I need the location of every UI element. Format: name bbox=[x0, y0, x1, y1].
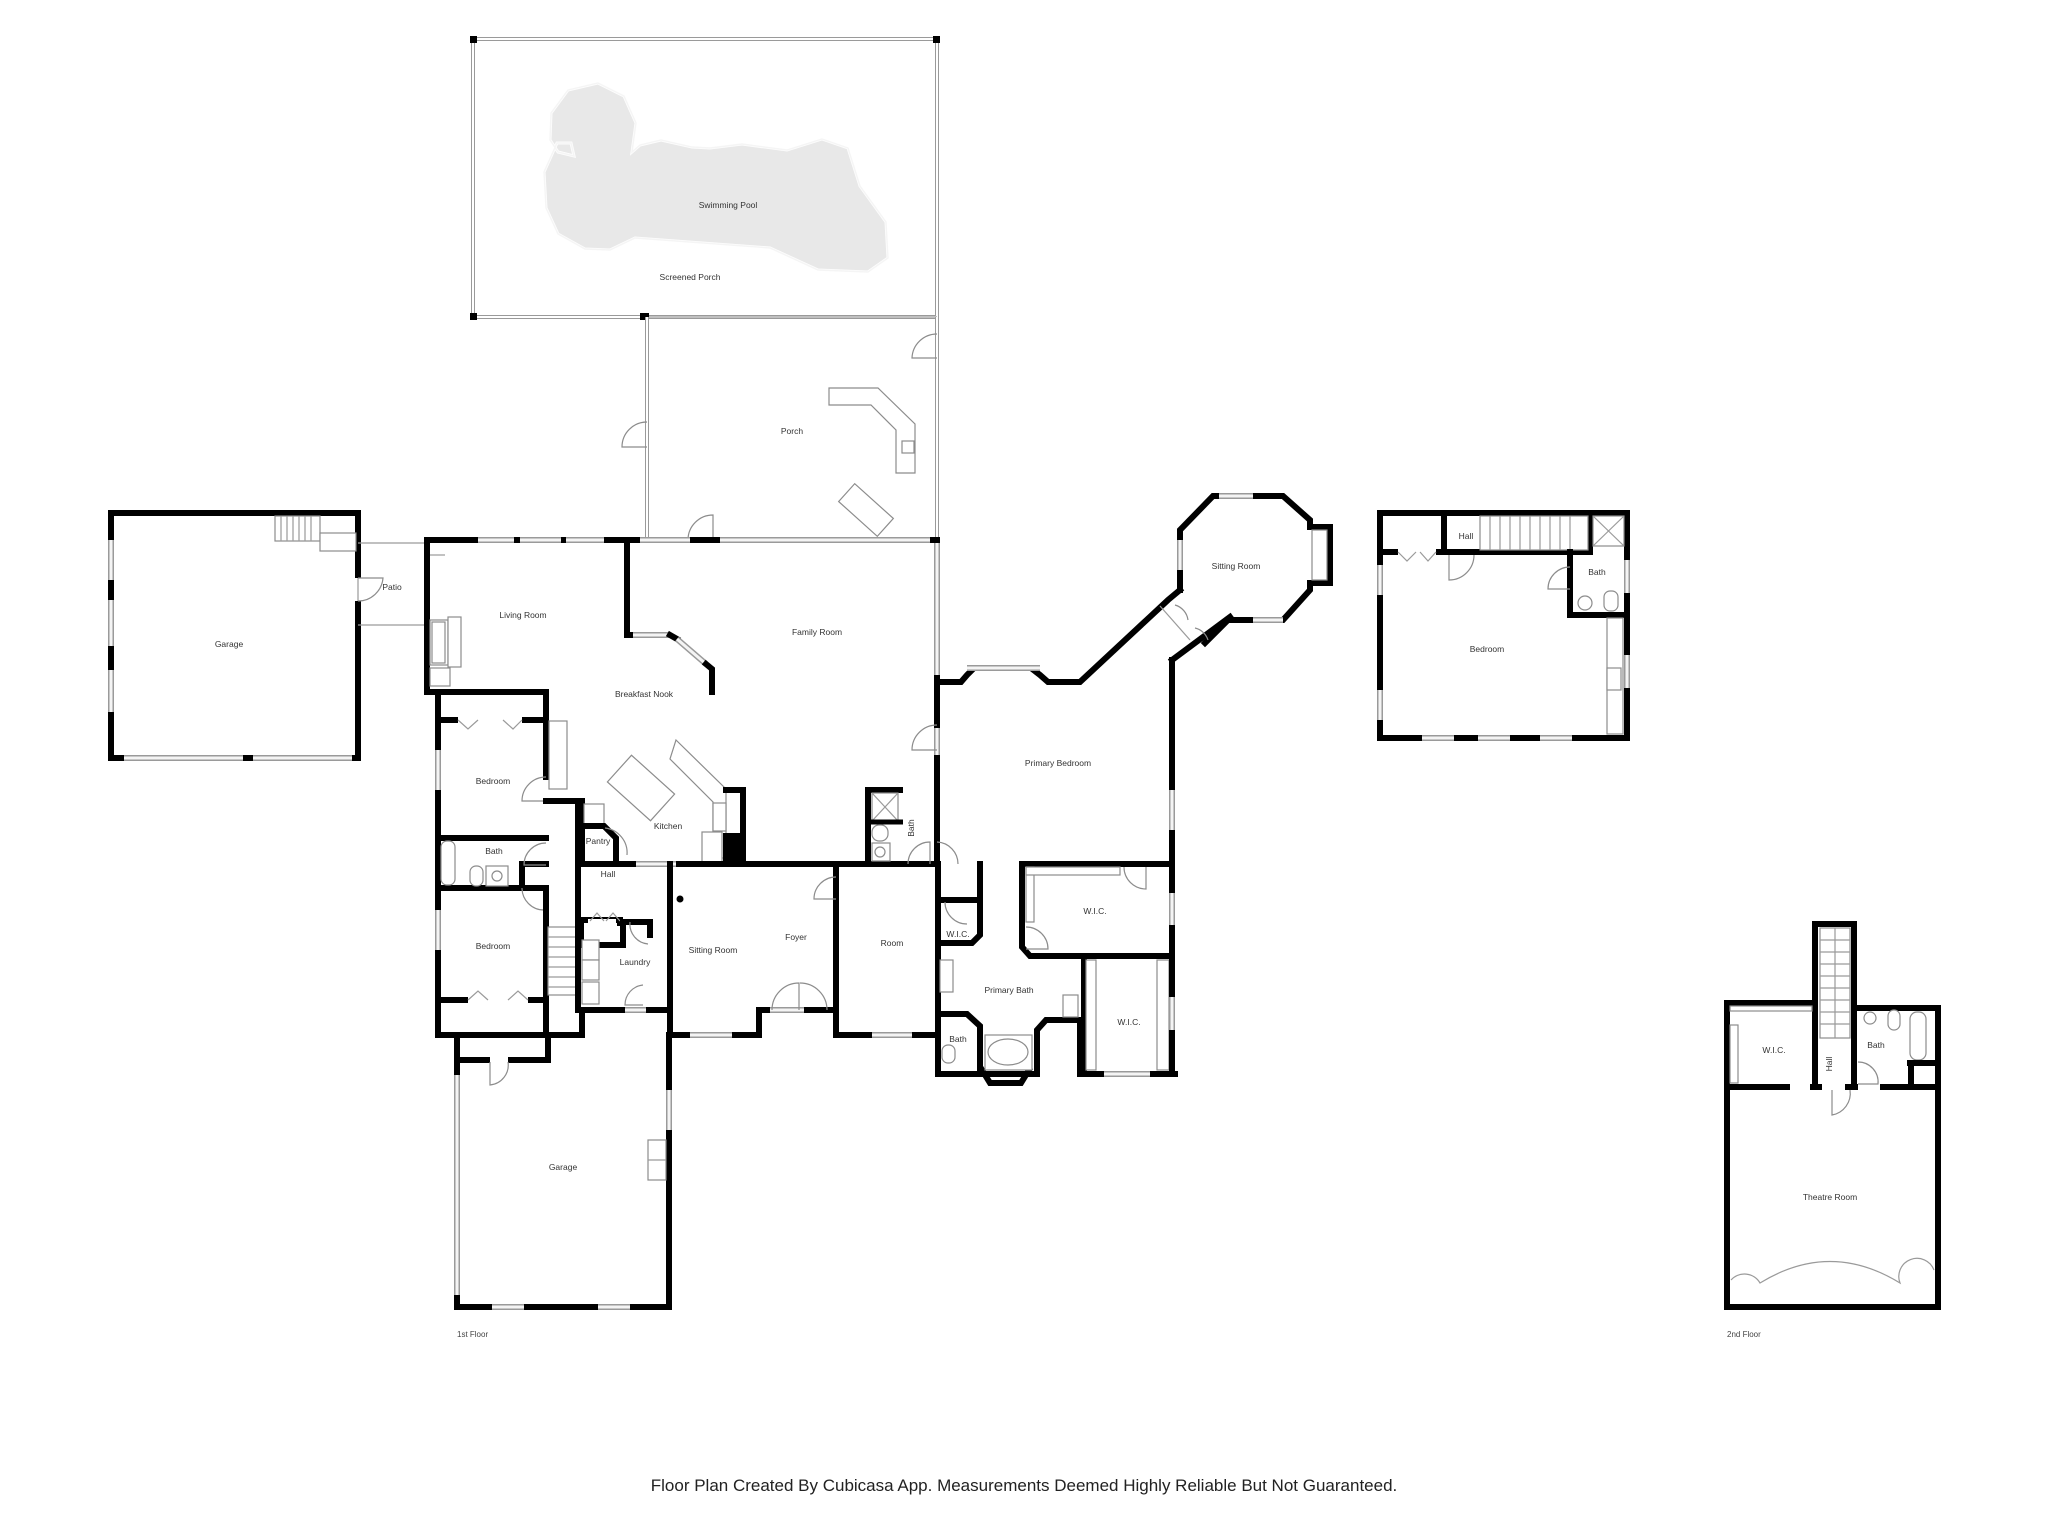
label-living-room: Living Room bbox=[499, 610, 547, 620]
label-wic-2nd: W.I.C. bbox=[1762, 1045, 1786, 1055]
label-garage-attached: Garage bbox=[548, 1162, 578, 1172]
second-floor-structure bbox=[1724, 921, 1941, 1310]
garage-lower-structure bbox=[454, 1032, 672, 1310]
label-kitchen: Kitchen bbox=[653, 821, 683, 831]
label-bedroom-upper: Bedroom bbox=[475, 776, 511, 786]
label-bath-bedrooms: Bath bbox=[485, 846, 503, 856]
porch-structure bbox=[621, 317, 939, 542]
label-hall-2nd: Hall bbox=[1824, 1056, 1834, 1072]
label-room: Room bbox=[880, 938, 904, 948]
label-hall-guest: Hall bbox=[1458, 531, 1474, 541]
garage-left-structure bbox=[108, 510, 427, 761]
label-bath-primary-wc: Bath bbox=[949, 1034, 967, 1044]
label-porch: Porch bbox=[780, 426, 804, 436]
label-primary-bath: Primary Bath bbox=[984, 985, 1034, 995]
label-sitting-room-octagon: Sitting Room bbox=[1211, 561, 1261, 571]
label-screened-porch: Screened Porch bbox=[659, 272, 721, 282]
label-bedroom-guest: Bedroom bbox=[1469, 644, 1505, 654]
swimming-pool-shape bbox=[542, 81, 890, 274]
label-laundry: Laundry bbox=[619, 957, 651, 967]
label-hall-main: Hall bbox=[600, 869, 616, 879]
label-wic-lower: W.I.C. bbox=[1117, 1017, 1141, 1027]
label-primary-bedroom: Primary Bedroom bbox=[1024, 758, 1092, 768]
label-bath-family: Bath bbox=[906, 819, 916, 837]
footer-disclaimer: Floor Plan Created By Cubicasa App. Meas… bbox=[650, 1476, 1398, 1495]
label-bath-2nd: Bath bbox=[1867, 1040, 1885, 1050]
label-patio: Patio bbox=[382, 582, 402, 592]
floor-label-1st: 1st Floor bbox=[457, 1330, 489, 1339]
label-garage-detached: Garage bbox=[214, 639, 244, 649]
main-house-walls bbox=[424, 493, 1333, 1086]
label-foyer: Foyer bbox=[785, 932, 807, 942]
guest-bedroom-structure bbox=[1377, 510, 1630, 741]
label-sitting-room: Sitting Room bbox=[688, 945, 738, 955]
label-family-room: Family Room bbox=[791, 627, 843, 637]
label-bath-guest: Bath bbox=[1588, 567, 1606, 577]
label-pantry: Pantry bbox=[585, 836, 611, 846]
label-breakfast-nook: Breakfast Nook bbox=[614, 689, 674, 699]
label-bedroom-lower: Bedroom bbox=[475, 941, 511, 951]
label-wic-upper: W.I.C. bbox=[1083, 906, 1107, 916]
screened-porch-structure bbox=[470, 36, 940, 320]
label-wic-small: W.I.C. bbox=[946, 929, 970, 939]
floor-label-2nd: 2nd Floor bbox=[1727, 1330, 1761, 1339]
label-swimming-pool: Swimming Pool bbox=[698, 200, 758, 210]
label-theatre-room: Theatre Room bbox=[1802, 1192, 1858, 1202]
